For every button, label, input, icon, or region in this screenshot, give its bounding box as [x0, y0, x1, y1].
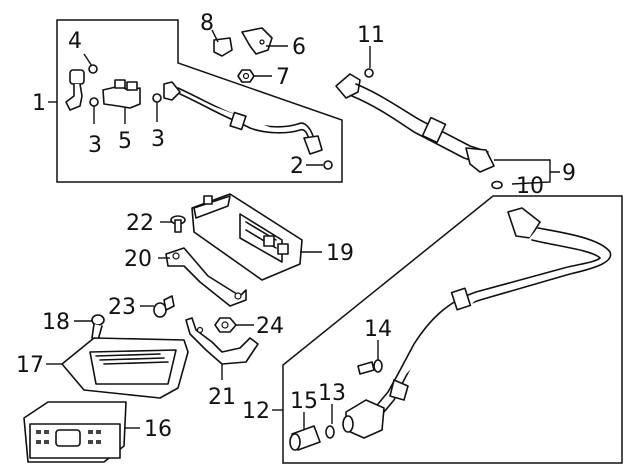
- fitting-part-15: [289, 425, 321, 451]
- control-module-part-19: [191, 193, 303, 281]
- callout-4: 4: [68, 29, 82, 54]
- callout-14: 14: [364, 317, 392, 342]
- hose-part-9: [335, 68, 495, 173]
- callout-5: 5: [118, 129, 132, 154]
- callout-2: 2: [290, 154, 304, 179]
- callout-6: 6: [292, 35, 306, 60]
- nut-part-24: [214, 317, 237, 333]
- o-ring-part-13: [325, 425, 335, 439]
- callout-17: 17: [16, 353, 44, 378]
- callout-7: 7: [276, 65, 290, 90]
- pipe-assembly-part-12: [342, 207, 612, 439]
- bracket-part-20: [165, 247, 247, 307]
- bolt-part-23: [153, 295, 175, 318]
- callout-23: 23: [108, 295, 136, 320]
- callout-11: 11: [357, 23, 385, 48]
- callout-10: 10: [516, 174, 544, 199]
- bracket-part-6: [241, 27, 273, 55]
- nut-part-7: [237, 69, 255, 83]
- bolt-part-18: [91, 314, 105, 341]
- leader-lines: [46, 29, 560, 430]
- callout-3a: 3: [88, 133, 102, 158]
- callout-15: 15: [290, 389, 318, 414]
- callout-18: 18: [42, 310, 70, 335]
- duct-part-17: [61, 337, 189, 399]
- callout-22: 22: [126, 211, 154, 236]
- bracket-part-21: [185, 317, 259, 365]
- callout-labels: 1 2 3 3 4 5 6 7 8 9 10 11 12 13 14 15 16…: [16, 11, 576, 442]
- callout-24: 24: [256, 314, 284, 339]
- screw-part-22: [170, 215, 186, 233]
- screw-part-14: [357, 359, 383, 375]
- callout-19: 19: [326, 241, 354, 266]
- callout-21: 21: [208, 385, 236, 410]
- callout-20: 20: [124, 247, 152, 272]
- o-ring-part-10: [491, 180, 503, 190]
- callout-16: 16: [144, 417, 172, 442]
- callout-8: 8: [200, 11, 214, 36]
- pressure-switch-part: [65, 64, 99, 111]
- callout-9: 9: [562, 161, 576, 186]
- callout-13: 13: [318, 381, 346, 406]
- expansion-valve-part: [102, 79, 162, 109]
- callout-1: 1: [32, 91, 46, 116]
- callout-3b: 3: [151, 127, 165, 152]
- callout-12: 12: [242, 399, 270, 424]
- control-panel-part-16: [23, 401, 127, 463]
- clip-part-8: [213, 37, 233, 57]
- pipe-assembly-box1: [163, 81, 333, 170]
- group-box-12: [282, 195, 623, 464]
- group-box-1: [56, 19, 343, 183]
